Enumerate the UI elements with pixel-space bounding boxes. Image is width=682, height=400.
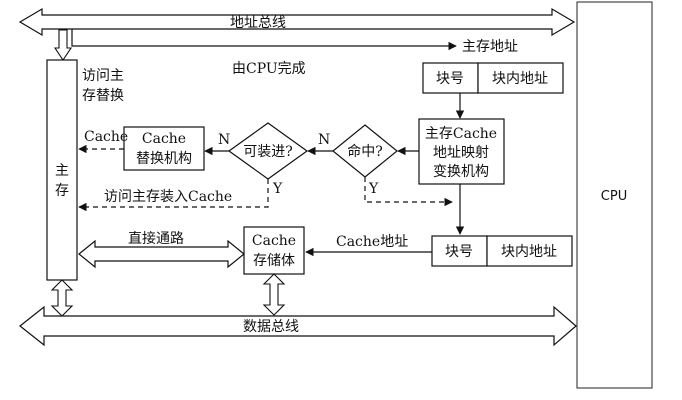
block-number-label-bottom: 块号 (445, 244, 473, 260)
hit-label: 命中? (347, 143, 383, 160)
address-bus-arrow (18, 7, 576, 37)
mapping-unit-label-1: 主存Cache (425, 126, 497, 142)
can-load-yes-dashed (78, 179, 269, 212)
hit-no-label: N (318, 132, 330, 148)
cpu-label: CPU (601, 189, 627, 204)
mapping-unit-label-3: 变换机构 (433, 163, 489, 180)
cpu-box (576, 1, 653, 389)
block-number-box-bottom (431, 235, 488, 267)
access-replace-label-2: 存替换 (82, 87, 124, 104)
block-offset-label-top: 块内地址 (492, 71, 548, 87)
block-number-box-top (422, 62, 479, 94)
main-memory-box (46, 59, 78, 281)
load-cache-label: 访问主存装入Cache (104, 189, 232, 205)
access-replace-label-1: 访问主 (82, 68, 124, 84)
bus-to-main-memory-arrow (53, 29, 73, 61)
data-bus-arrow (19, 305, 577, 347)
replace-cache-label: Cache (84, 129, 128, 145)
main-memory-address-line (71, 29, 457, 51)
cache-databus-arrow (262, 273, 286, 316)
block-offset-label-bottom: 块内地址 (501, 244, 557, 260)
memory-databus-arrow (50, 279, 74, 317)
replace-unit-box (123, 126, 205, 171)
can-load-yes-label: Y (272, 181, 283, 197)
cache-address-label: Cache地址 (336, 234, 408, 250)
cache-store-label-2: 存储体 (253, 253, 295, 269)
direct-path-arrow (78, 239, 245, 269)
cache-store-label-1: Cache (252, 233, 296, 249)
mapping-unit-box (418, 118, 505, 185)
direct-path-label: 直接通路 (128, 230, 184, 247)
replace-unit-label-2: 替换机构 (136, 150, 192, 167)
replace-unit-label-1: Cache (142, 131, 186, 147)
can-load-no-label: N (218, 132, 230, 148)
block-number-label-top: 块号 (436, 71, 464, 87)
hit-yes-dashed (364, 177, 453, 207)
mapping-unit-label-2: 地址映射 (433, 145, 489, 161)
data-bus-label: 数据总线 (243, 319, 299, 335)
block-offset-box-bottom (486, 235, 573, 267)
block-offset-box-top (477, 62, 564, 94)
main-memory-address-label: 主存地址 (462, 39, 518, 55)
done-by-cpu-label: 由CPU完成 (232, 61, 306, 77)
can-load-label: 可装进? (243, 144, 293, 160)
main-memory-label-1: 主 (55, 163, 69, 179)
address-bus-label: 地址总线 (230, 15, 286, 31)
main-memory-label-2: 存 (55, 183, 69, 199)
hit-yes-label: Y (368, 181, 379, 197)
